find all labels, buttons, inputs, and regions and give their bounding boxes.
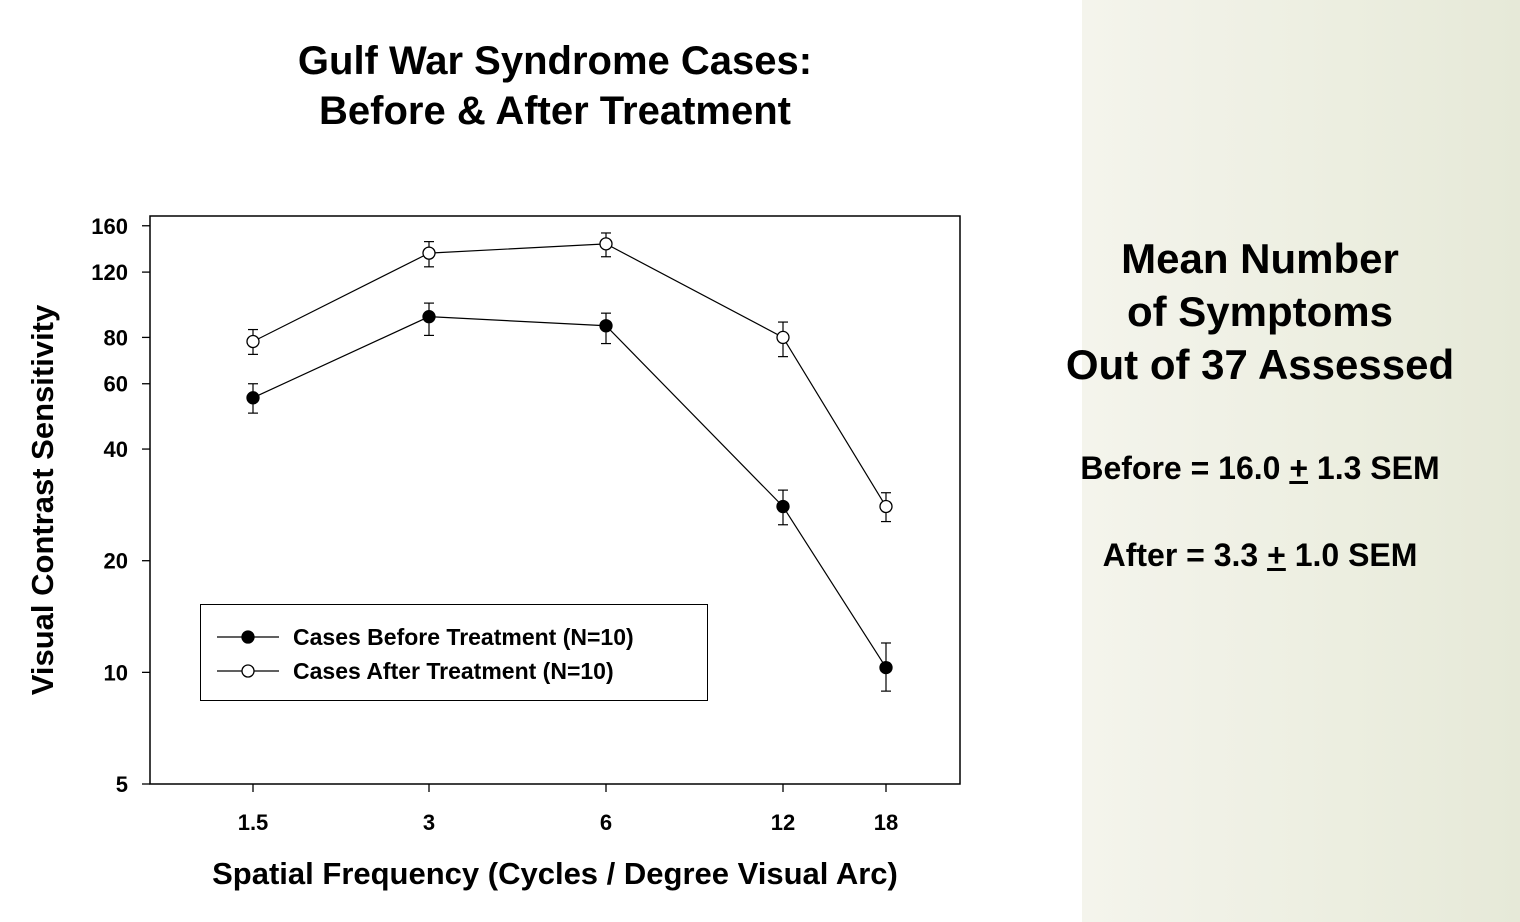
legend-label-before: Cases Before Treatment (N=10) [293, 623, 634, 650]
data-point-after [422, 246, 436, 260]
data-point-before [776, 499, 790, 514]
before-stat-rest: 1.3 SEM [1308, 450, 1440, 486]
after-stat-label: After = 3.3 [1102, 537, 1268, 573]
data-point-before [422, 310, 436, 324]
after-plus-minus-sign: + [1267, 537, 1286, 573]
x-tick-label: 18 [874, 810, 898, 835]
data-point-before [879, 660, 893, 675]
y-tick-label: 40 [104, 437, 128, 462]
legend-swatch-open-circle [217, 664, 279, 678]
summary-title-line-3: Out of 37 Assessed [1065, 341, 1455, 388]
data-point-before [599, 319, 613, 333]
x-tick-label: 12 [771, 810, 795, 835]
y-tick-label: 5 [116, 772, 128, 797]
x-tick-label: 3 [423, 810, 435, 835]
y-tick-label: 160 [91, 214, 128, 239]
after-symptoms-stat: After = 3.3 + 1.0 SEM [1040, 537, 1480, 574]
y-tick-label: 20 [104, 549, 128, 574]
after-stat-rest: 1.0 SEM [1285, 537, 1418, 573]
data-point-after [246, 334, 260, 349]
x-tick-label: 6 [600, 810, 612, 835]
y-tick-label: 80 [104, 325, 128, 350]
legend: Cases Before Treatment (N=10) Cases Afte… [200, 604, 708, 701]
side-panel-background [1082, 0, 1520, 922]
legend-swatch-filled-circle [217, 630, 279, 644]
data-point-before [246, 391, 260, 405]
legend-item-after: Cases After Treatment (N=10) [217, 656, 614, 686]
data-point-after [599, 237, 613, 251]
series-line-after [252, 243, 887, 507]
before-stat-label: Before = 16.0 [1080, 450, 1290, 486]
y-tick-label: 10 [104, 660, 128, 685]
legend-label-after: Cases After Treatment (N=10) [293, 657, 614, 684]
before-symptoms-stat: Before = 16.0 + 1.3 SEM [1040, 450, 1480, 487]
plot-frame [149, 215, 961, 785]
legend-item-before: Cases Before Treatment (N=10) [217, 622, 634, 652]
y-tick-label: 120 [91, 260, 128, 285]
summary-title-line-2: of Symptoms [1126, 288, 1394, 335]
chart-plot: 5 10 20 40 60 80 120 160 1.5 3 6 12 18 [91, 214, 961, 835]
chart-title-line-2: Before & After Treatment [319, 89, 791, 133]
chart-title: Gulf War Syndrome Cases: Before & After … [150, 36, 960, 136]
summary-title-line-1: Mean Number [1121, 235, 1399, 282]
y-tick-label: 60 [104, 372, 128, 397]
data-point-after [879, 499, 893, 514]
x-tick-label: 1.5 [238, 810, 269, 835]
data-point-after [776, 330, 790, 345]
symptoms-summary-title: Mean Number of Symptoms Out of 37 Assess… [1040, 232, 1480, 391]
chart-title-line-1: Gulf War Syndrome Cases: [297, 39, 813, 83]
y-axis-label: Visual Contrast Sensitivity [25, 304, 60, 696]
before-plus-minus-sign: + [1289, 450, 1309, 486]
x-axis-label: Spatial Frequency (Cycles / Degree Visua… [212, 856, 898, 891]
